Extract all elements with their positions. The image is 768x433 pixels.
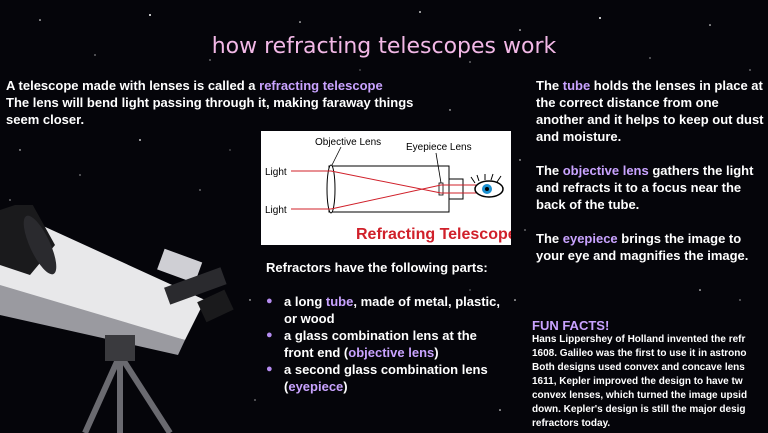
fun-fact-line: 1611, Kepler improved the design to have… — [532, 376, 743, 387]
eyepiece-paragraph: The eyepiece brings the image to your ey… — [536, 230, 766, 264]
slide-title: how refracting telescopes work — [211, 34, 557, 59]
telescope-photo — [0, 205, 234, 433]
eyepiece-outline — [448, 178, 464, 200]
fun-fact-line: Hans Lippershey of Holland invented the … — [532, 334, 746, 345]
light-label-bottom: Light — [265, 205, 287, 216]
objective-lens-label: Objective Lens — [315, 137, 381, 148]
eyepiece-lens-shape — [438, 182, 444, 196]
parts-list-block: Refractors have the following parts: ● a … — [266, 259, 506, 395]
item-text-b: , made of metal, plastic, or wood — [284, 294, 500, 326]
intro-text: A telescope made with lenses is called a… — [6, 77, 446, 128]
list-item: ● a glass combination lens at the front e… — [266, 327, 506, 361]
item-highlight: eyepiece — [288, 379, 344, 394]
refracting-telescope-diagram: Objective Lens Eyepiece Lens Light Light… — [261, 131, 517, 245]
parts-heading: Refractors have the following parts: — [266, 260, 488, 275]
item-text-b: ) — [343, 379, 348, 394]
item-highlight: objective lens — [348, 345, 435, 360]
diagram-svg: Objective Lens Eyepiece Lens Light Light… — [265, 137, 517, 243]
mount — [105, 335, 135, 361]
eyepiece-lens-label: Eyepiece Lens — [406, 142, 472, 153]
tube-highlight: tube — [562, 78, 591, 93]
eyepiece-highlight: eyepiece — [562, 231, 618, 246]
parts-list: ● a long tube, made of metal, plastic, or… — [266, 293, 506, 395]
intro-highlight-refracting-telescope: refracting telescope — [259, 78, 383, 93]
parts-explanation: The tube holds the lenses in place at th… — [536, 77, 766, 281]
fun-fact-line: convex lenses, which turned the image up… — [532, 390, 748, 401]
bullet-icon: ● — [266, 329, 273, 341]
fun-fact-line: refractors today. — [532, 418, 611, 429]
tripod — [82, 353, 173, 433]
list-item: ● a long tube, made of metal, plastic, or… — [266, 293, 506, 327]
intro-part-2: The lens will bend light passing through… — [6, 95, 414, 127]
item-text-a: a glass combination lens at the front en… — [284, 328, 477, 360]
fun-fact-line: Both designs used convex and concave len… — [532, 362, 745, 373]
diagram-caption: Refracting Telescope — [356, 226, 511, 243]
list-item: ● a second glass combination lens (eyepie… — [266, 361, 506, 395]
intro-part-1: A telescope made with lenses is called a — [6, 78, 260, 93]
objective-text-a: The — [536, 163, 563, 178]
fun-facts-body: Hans Lippershey of Holland invented the … — [532, 333, 768, 433]
objective-lens-shape — [326, 164, 336, 214]
fun-fact-line: 1608. Galileo was the first to use it in… — [532, 348, 747, 359]
light-rays — [291, 170, 476, 210]
item-text-a: a long — [284, 294, 326, 309]
item-text-b: ) — [434, 345, 439, 360]
fun-facts-title: FUN FACTS! — [532, 318, 610, 333]
eye-icon — [470, 173, 504, 198]
eyepiece-assembly — [157, 248, 234, 323]
bullet-icon: ● — [266, 295, 273, 307]
fun-fact-line: down. Kepler's design is still the major… — [532, 404, 746, 415]
light-label-top: Light — [265, 167, 287, 178]
telescope-tube — [0, 205, 205, 355]
eyepiece-text-b: brings the image to your eye and magnifi… — [536, 231, 749, 263]
tube-text-a: The — [536, 78, 563, 93]
eyepiece-text-a: The — [536, 231, 563, 246]
tube-paragraph: The tube holds the lenses in place at th… — [536, 77, 766, 145]
item-highlight: tube — [325, 294, 354, 309]
bullet-icon: ● — [266, 363, 273, 375]
objective-paragraph: The objective lens gathers the light and… — [536, 162, 766, 213]
tube-text-b: holds the lenses in place at the correct… — [536, 78, 764, 144]
objective-text-b: gathers the light and refracts it to a f… — [536, 163, 754, 212]
item-text-a: a second glass combination lens ( — [284, 362, 488, 394]
objective-highlight: objective lens — [562, 163, 649, 178]
